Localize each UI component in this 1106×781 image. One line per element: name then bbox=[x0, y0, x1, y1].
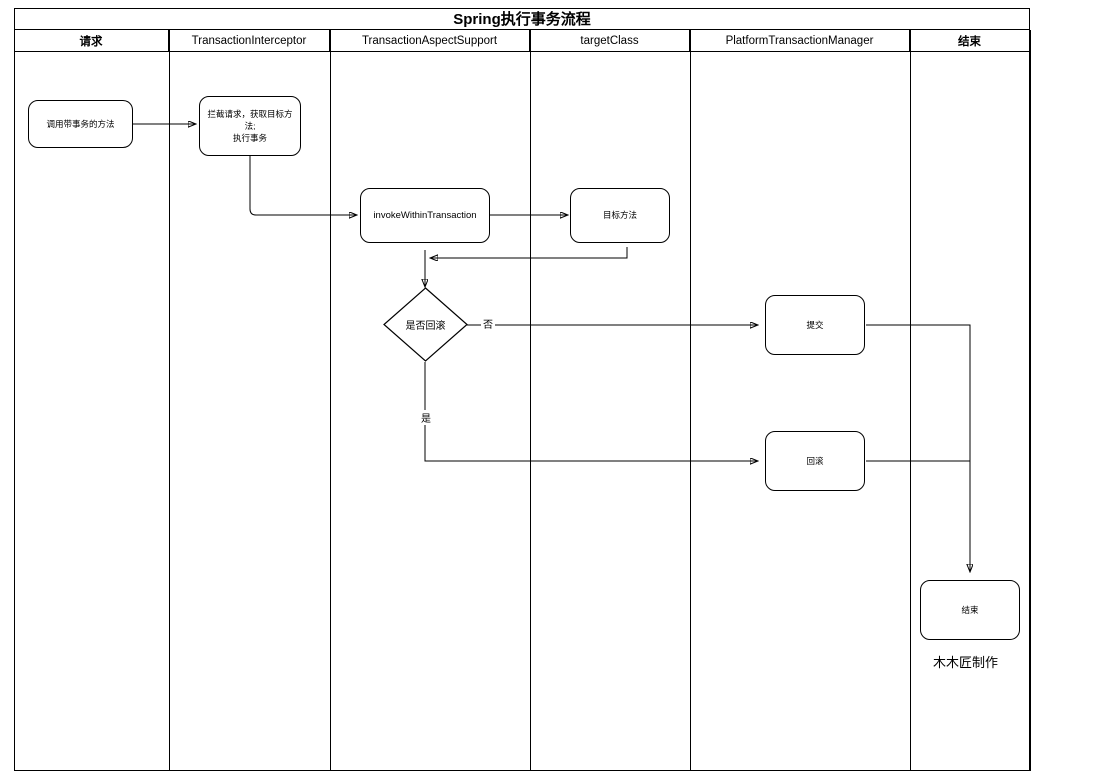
node-decision-rollback[interactable]: 是否回滚 bbox=[383, 287, 468, 362]
lane-header-platform-transaction-manager: PlatformTransactionManager bbox=[690, 30, 910, 52]
node-invoke-within-transaction[interactable]: invokeWithinTransaction bbox=[360, 188, 490, 243]
lane-header-target-class: targetClass bbox=[530, 30, 690, 52]
lane-divider-4 bbox=[690, 30, 691, 771]
lane-header-transaction-interceptor: TransactionInterceptor bbox=[169, 30, 330, 52]
lane-header-end: 结束 bbox=[910, 30, 1030, 52]
diamond-shape bbox=[383, 287, 468, 362]
credit-text: 木木匠制作 bbox=[933, 655, 999, 670]
node-decision-rollback-label: 是否回滚 bbox=[405, 321, 446, 332]
edge-label-no: 否 bbox=[481, 316, 495, 331]
lane-header-transaction-aspect-support: TransactionAspectSupport bbox=[330, 30, 530, 52]
node-intercept-request[interactable]: 拦截请求，获取目标方法; 执行事务 bbox=[199, 96, 301, 156]
lane-divider-1 bbox=[169, 30, 170, 771]
lane-divider-2 bbox=[330, 30, 331, 771]
node-target-method[interactable]: 目标方法 bbox=[570, 188, 670, 243]
lane-divider-5 bbox=[910, 30, 911, 771]
lane-divider-6 bbox=[1030, 30, 1031, 771]
edge-label-yes: 是 bbox=[419, 410, 433, 425]
node-rollback[interactable]: 回滚 bbox=[765, 431, 865, 491]
swimlane-pool bbox=[14, 8, 1030, 771]
lane-header-request: 请求 bbox=[14, 30, 169, 52]
lane-divider-3 bbox=[530, 30, 531, 771]
diagram-title: Spring执行事务流程 bbox=[14, 8, 1030, 30]
node-commit[interactable]: 提交 bbox=[765, 295, 865, 355]
node-call-transactional-method[interactable]: 调用带事务的方法 bbox=[28, 100, 133, 148]
node-end[interactable]: 结束 bbox=[920, 580, 1020, 640]
